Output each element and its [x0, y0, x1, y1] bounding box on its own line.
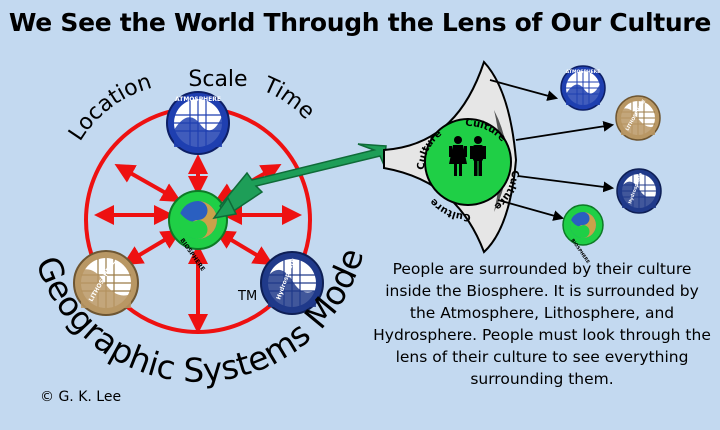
small-biosphere-sphere: BIOSPHERE [562, 204, 604, 265]
trademark-mark: TM [238, 289, 258, 304]
model-arrows [94, 154, 302, 334]
arrow-bio-litho [122, 229, 182, 266]
copyright-text: © G. K. Lee [40, 389, 122, 405]
lens-pointer-arrow [212, 143, 387, 220]
lithosphere-sphere: LITHOSPHERE [73, 250, 139, 316]
page-title: We See the World Through the Lens of Our… [8, 8, 712, 37]
location-label: Location [64, 69, 155, 145]
woman-icon [449, 136, 467, 176]
arrow-bio-hydro [214, 229, 274, 266]
small-hydrosphere-sphere: Hydrosphere [616, 168, 662, 214]
biosphere-sphere: BIOSPHERE [168, 190, 228, 273]
culture-lens: Culture Culture Culture Culture [383, 60, 520, 254]
small-lithosphere-sphere: LITHOSPHERE [615, 95, 661, 141]
small-atmosphere-sphere: ATMOSPHERE [560, 65, 606, 111]
outer-arrows [489, 79, 615, 221]
scale-label: Scale [188, 67, 247, 92]
time-label: Time [259, 72, 320, 124]
arrow-bio-upleft [114, 164, 182, 202]
hydrosphere-sphere: Hydrosphere [260, 251, 324, 315]
man-icon [470, 136, 486, 176]
description-text: People are surrounded by their culture i… [373, 260, 711, 388]
atmosphere-sphere: ATMOSPHERE [166, 91, 230, 155]
svg-text:ATMOSPHERE: ATMOSPHERE [566, 69, 600, 75]
svg-text:ATMOSPHERE: ATMOSPHERE [175, 96, 221, 103]
